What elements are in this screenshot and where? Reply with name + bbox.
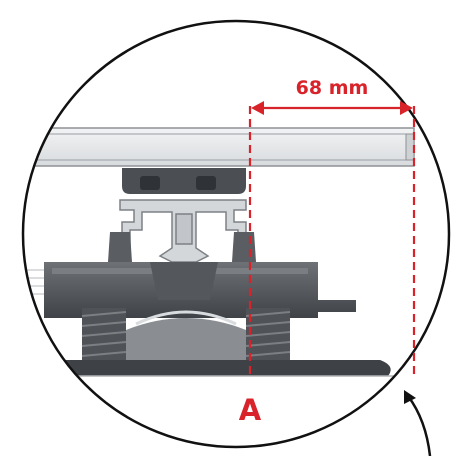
threaded-columns — [81, 308, 291, 370]
dimension-label: 68 mm — [296, 77, 369, 99]
aluminium-profile — [119, 199, 247, 263]
magnifier-circle — [21, 19, 451, 449]
dimension-annotation: 68 mm A — [239, 77, 416, 427]
dimension-arrow-left-icon — [251, 101, 264, 115]
dimension-arrow-right-icon — [400, 101, 413, 115]
top-rail — [23, 127, 415, 167]
pedestal-head — [44, 232, 356, 318]
magnified-section — [23, 127, 415, 377]
arrow-pointer-icon — [404, 390, 432, 456]
rail-clip-head — [122, 168, 246, 194]
reference-label-a: A — [239, 393, 262, 427]
pedestal-base — [30, 360, 410, 377]
